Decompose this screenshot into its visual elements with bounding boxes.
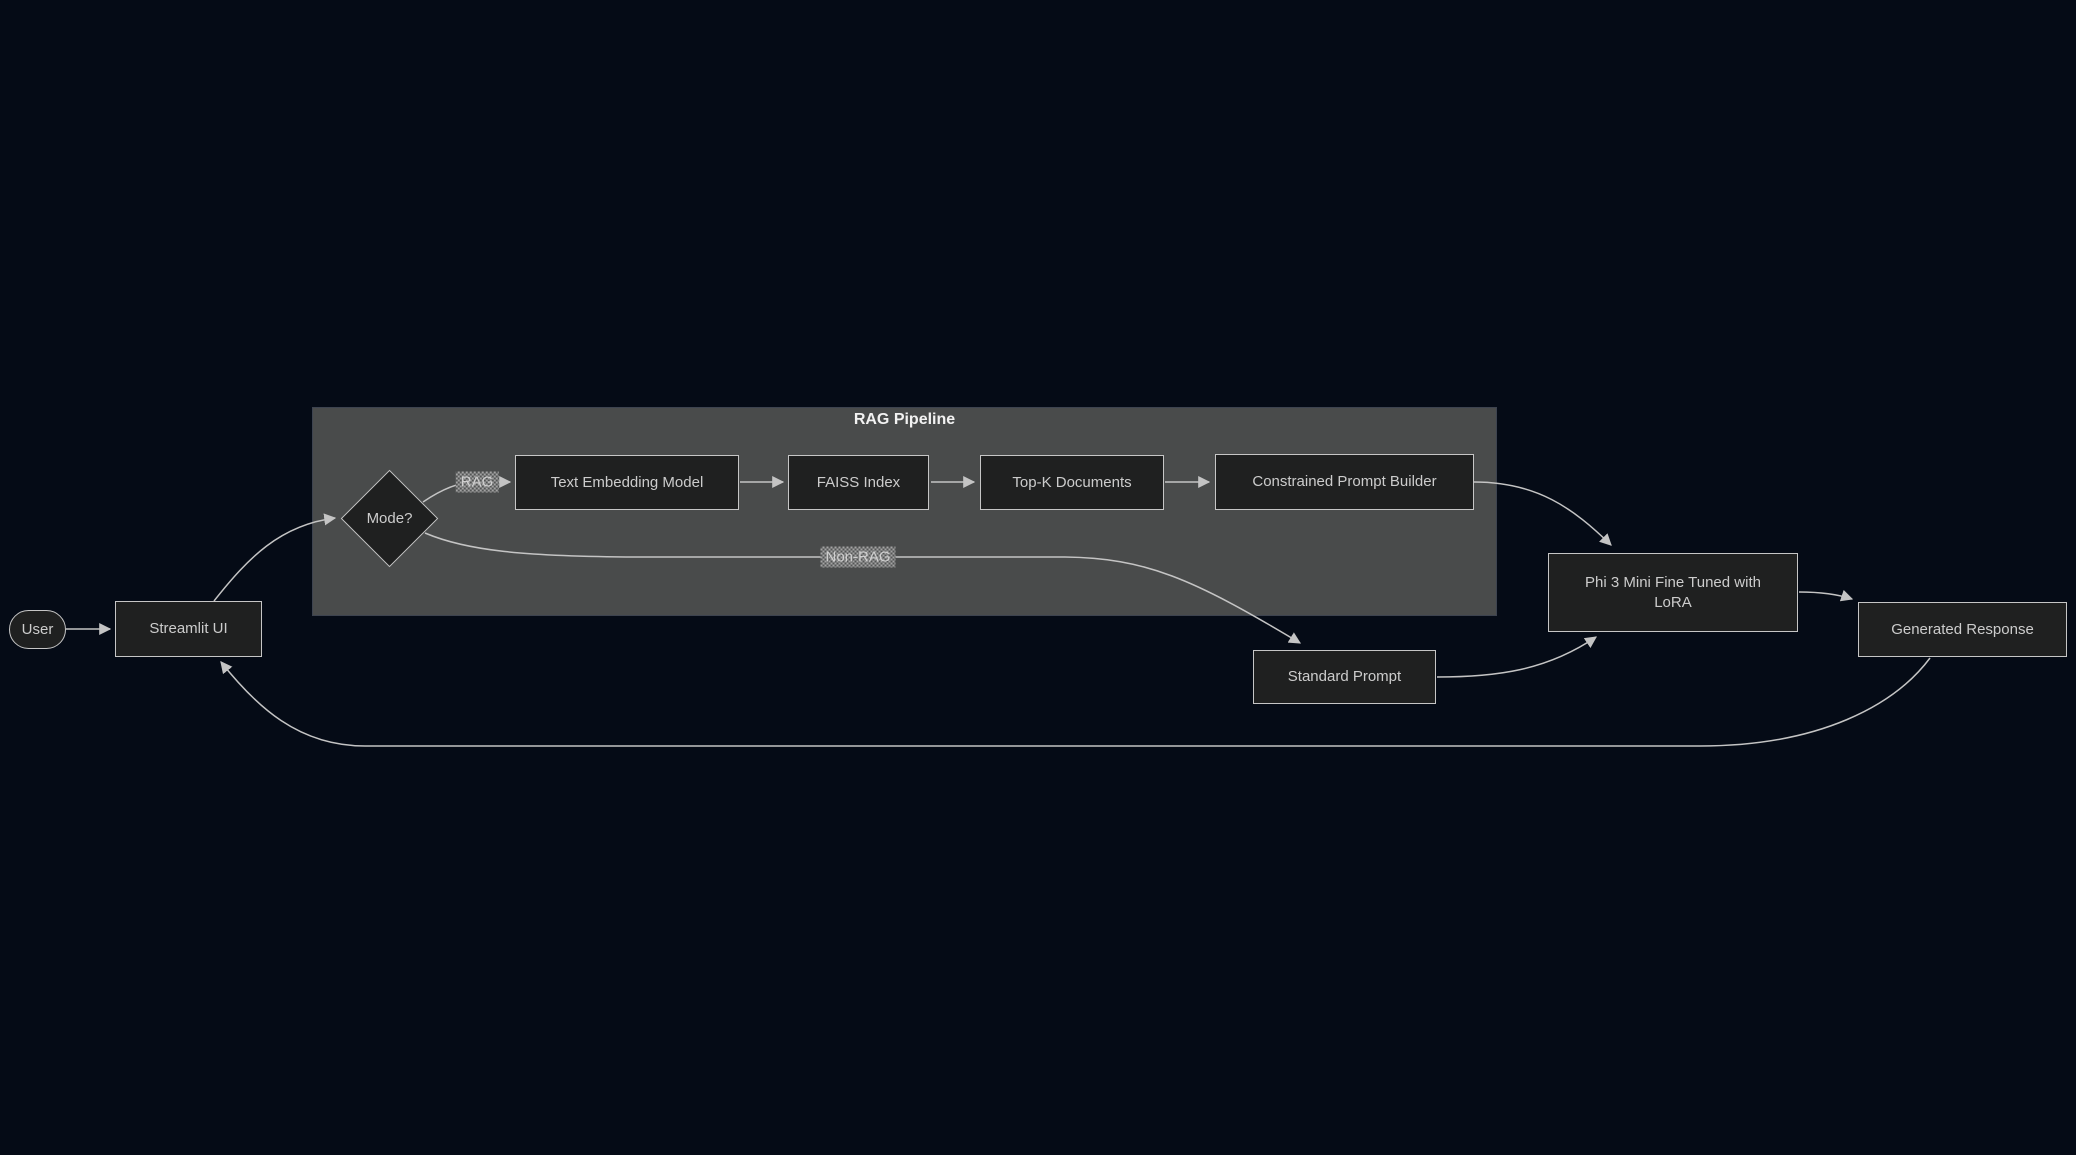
rag-pipeline-cluster bbox=[312, 407, 1497, 616]
node-user: User bbox=[9, 610, 66, 649]
node-text-embedding-model: Text Embedding Model bbox=[515, 455, 739, 510]
edge-response-to-streamlit bbox=[220, 657, 1931, 747]
node-standard-prompt: Standard Prompt bbox=[1253, 650, 1436, 704]
node-mode-decision: Mode? bbox=[366, 509, 413, 527]
edge-label-rag: RAG bbox=[455, 471, 499, 493]
node-phi3-mini-lora: Phi 3 Mini Fine Tuned with LoRA bbox=[1548, 553, 1798, 632]
edge-standard-to-phi3 bbox=[1436, 636, 1597, 678]
node-streamlit-ui: Streamlit UI bbox=[115, 601, 262, 657]
node-constrained-prompt-builder: Constrained Prompt Builder bbox=[1215, 454, 1474, 510]
rag-pipeline-cluster-title: RAG Pipeline bbox=[853, 411, 956, 428]
edge-mode-to-standard-nonrag bbox=[424, 532, 1302, 644]
node-top-k-documents: Top-K Documents bbox=[980, 455, 1164, 510]
edge-label-non-rag: Non-RAG bbox=[820, 546, 896, 568]
node-generated-response: Generated Response bbox=[1858, 602, 2067, 657]
node-faiss-index: FAISS Index bbox=[788, 455, 929, 510]
edge-builder-to-phi3 bbox=[1473, 481, 1612, 546]
edge-streamlit-to-mode bbox=[213, 513, 337, 602]
edge-phi3-to-response bbox=[1798, 589, 1854, 602]
